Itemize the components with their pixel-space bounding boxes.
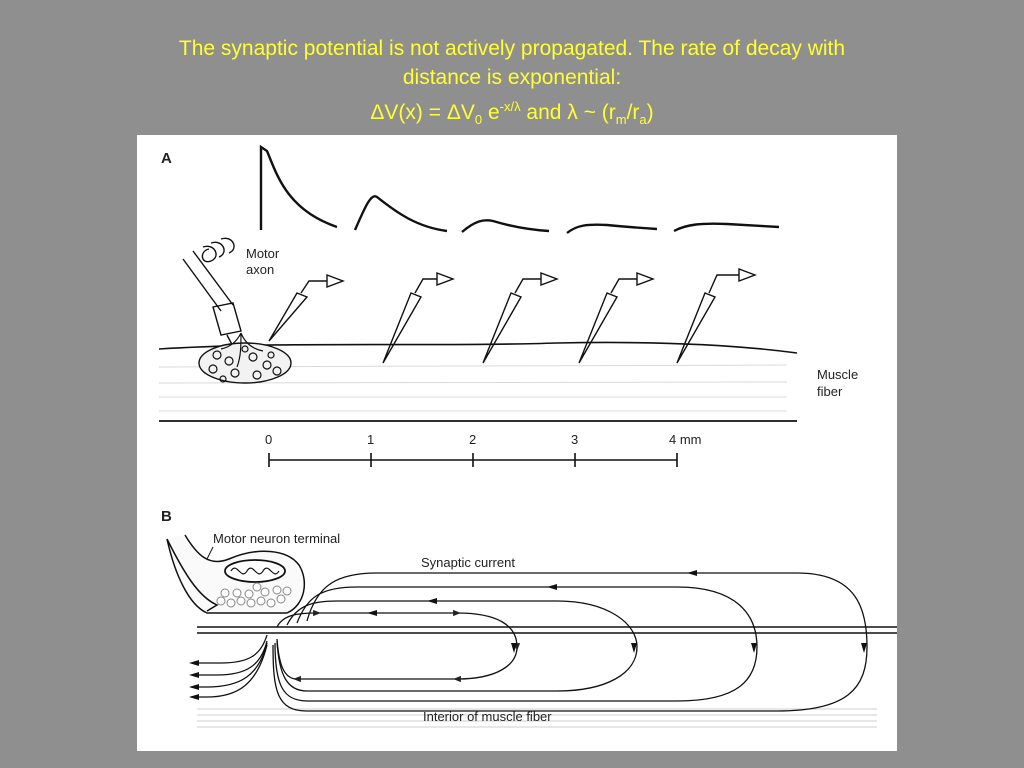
synaptic-current-loops: [191, 572, 868, 712]
scale-tick-4: 4 mm: [669, 432, 702, 447]
motor-axon-label-1: Motor: [246, 246, 280, 261]
recording-electrode-2mm: [482, 271, 559, 364]
eq-exponent: -x/λ: [499, 99, 521, 114]
eq-close: ): [646, 101, 654, 124]
recording-electrode-1mm: [382, 271, 455, 364]
title-equation: ΔV(x) = ΔV0 e-x/λ and λ ~ (rm/ra): [40, 92, 984, 134]
eq-and-lambda: and λ ~ (r: [520, 101, 616, 124]
trace-1mm: [353, 195, 448, 233]
muscle-fiber-texture: [158, 364, 788, 412]
synaptic-current-label: Synaptic current: [421, 555, 515, 570]
recording-electrodes: [268, 267, 757, 364]
distance-scale-bar: 0 1 2 3 4 mm: [265, 432, 702, 467]
title-line-1: The synaptic potential is not actively p…: [178, 37, 846, 60]
trace-2mm: [461, 219, 550, 233]
eq-e: e: [482, 101, 500, 124]
title-line-2: distance is exponential:: [402, 66, 622, 89]
recording-electrode-0mm: [268, 273, 345, 342]
trace-0mm: [259, 144, 338, 230]
eq-slash: /r: [626, 101, 640, 124]
figure-panel: A Motor axon Muscle fiber: [137, 135, 897, 751]
panel-b-label: B: [161, 508, 172, 525]
trace-4mm: [673, 222, 780, 233]
end-plate: [198, 332, 292, 384]
motor-neuron-terminal-label: Motor neuron terminal: [213, 531, 340, 546]
eq-dvx: ΔV(x) = ΔV: [370, 101, 475, 124]
motor-axon-label-2: axon: [246, 262, 274, 277]
scale-tick-1: 1: [367, 432, 374, 447]
eq-v0-sub: 0: [474, 112, 483, 128]
scale-tick-3: 3: [571, 432, 578, 447]
synaptic-vesicles: [216, 582, 292, 608]
muscle-membrane: [197, 626, 897, 634]
slide-title: The synaptic potential is not actively p…: [40, 34, 984, 134]
trace-3mm: [566, 223, 658, 234]
muscle-fiber-label-1: Muscle: [817, 367, 858, 382]
figure-svg: A Motor axon Muscle fiber: [158, 144, 897, 728]
panel-a-label: A: [161, 150, 172, 167]
potential-traces: [259, 144, 780, 234]
muscle-interior-texture: [197, 708, 877, 728]
current-arrowheads: [189, 570, 867, 700]
muscle-fiber-top-edge: [158, 341, 798, 354]
stimulating-electrode: [182, 237, 242, 366]
muscle-fiber-label-2: fiber: [817, 384, 843, 399]
recording-electrode-3mm: [578, 271, 655, 364]
eq-rm-sub: m: [615, 112, 627, 128]
scale-tick-0: 0: [265, 432, 272, 447]
eq-ra-sub: a: [639, 112, 647, 128]
recording-electrode-4mm: [676, 267, 757, 364]
interior-muscle-fiber-label: Interior of muscle fiber: [423, 709, 552, 724]
scale-tick-2: 2: [469, 432, 476, 447]
motor-neuron-terminal: [166, 534, 306, 614]
